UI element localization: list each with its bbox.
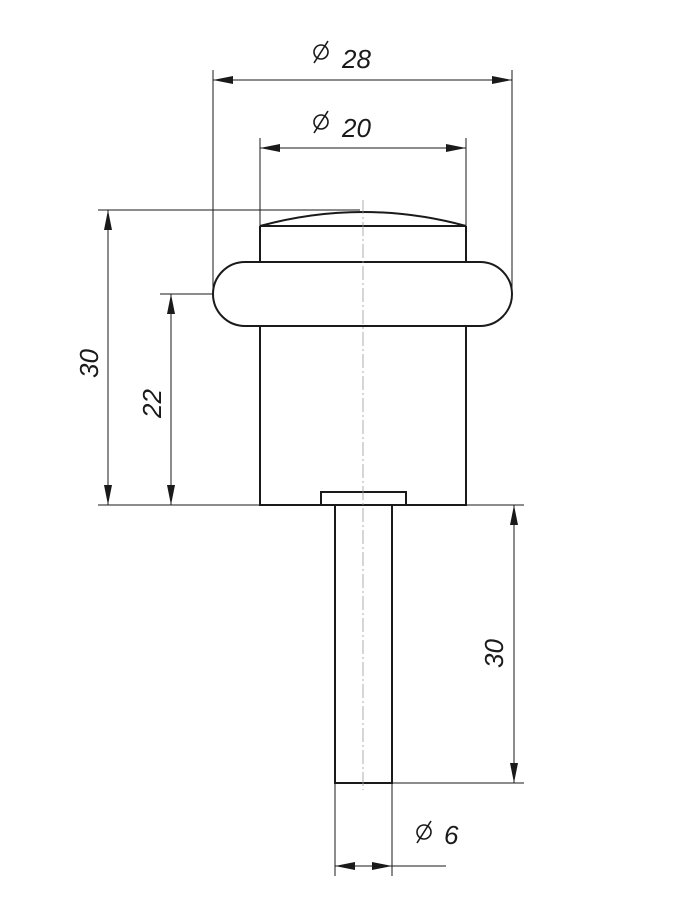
arrowhead [104, 210, 112, 230]
arrowhead [510, 763, 518, 783]
dimension-ring-height: 22 [137, 293, 213, 505]
dimension-pin-diameter: 6 [334, 783, 459, 876]
arrowhead [260, 144, 280, 152]
base-collar [320, 491, 407, 506]
arrowhead [335, 862, 355, 870]
door-stopper-body [212, 211, 513, 784]
dimension-label-inner-diameter: 20 [341, 113, 371, 143]
dimension-label-pin-length: 30 [479, 639, 509, 668]
arrowhead [492, 76, 512, 84]
arrowhead [167, 294, 175, 314]
arrowhead [104, 485, 112, 505]
arrowhead [167, 485, 175, 505]
dimension-label-ring-height: 22 [137, 389, 167, 419]
arrowhead [446, 144, 466, 152]
dimension-label-outer-diameter: 28 [341, 44, 371, 74]
dimension-label-total-height: 30 [74, 349, 104, 378]
arrowhead [510, 505, 518, 525]
dimension-label-pin-diameter: 6 [444, 820, 459, 850]
dimension-total-height: 30 [74, 209, 360, 506]
arrowhead [213, 76, 233, 84]
dimension-outer-diameter: 28 [212, 40, 513, 292]
mounting-pin [334, 504, 393, 784]
dimension-inner-diameter: 20 [259, 110, 467, 226]
rubber-ring [212, 261, 513, 327]
diameter-icon [313, 110, 329, 134]
diameter-icon [313, 40, 329, 64]
dimension-pin-length: 30 [392, 504, 524, 784]
diameter-icon [416, 820, 432, 844]
arrowhead [372, 862, 392, 870]
